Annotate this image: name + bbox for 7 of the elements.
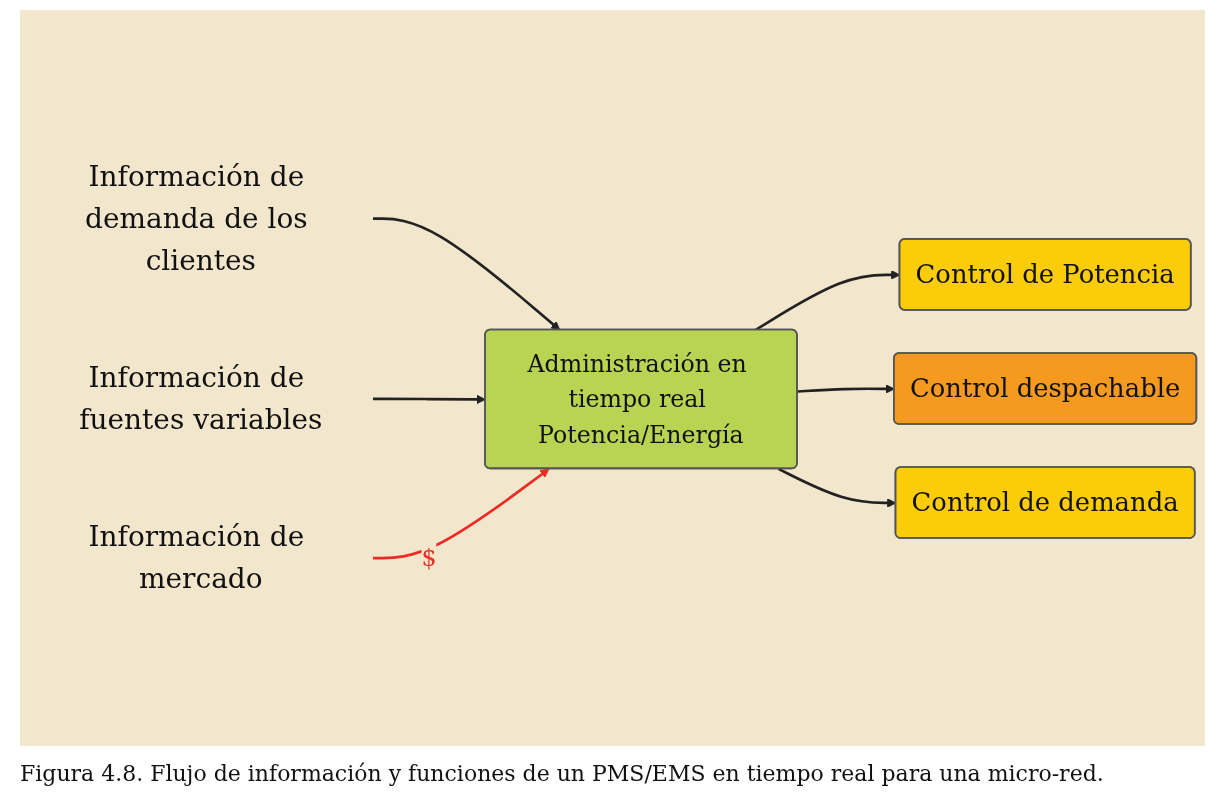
node-text: Información de fuentes variables (79, 361, 323, 436)
node-text: Información de mercado (88, 520, 305, 595)
node-text: Información de demanda de los clientes (85, 159, 308, 277)
figure-caption: Figura 4.8. Flujo de información y funciones de un PMS/EMS en tiempo real para una micro-red. (20, 759, 1105, 787)
arrow (373, 217, 561, 331)
arrow (373, 468, 550, 560)
edge-label: $ (421, 544, 437, 572)
